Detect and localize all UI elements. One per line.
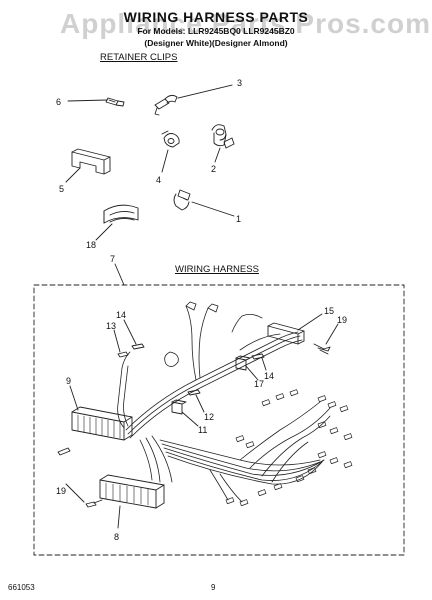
leader-18 [95, 223, 113, 241]
leader-14-left [123, 319, 137, 345]
clip-part-6[interactable] [105, 97, 125, 107]
callout-6: 6 [56, 97, 61, 107]
leader-9 [69, 385, 79, 411]
clip-part-4[interactable] [161, 130, 180, 148]
footer-part-code: 661053 [8, 583, 35, 592]
callout-1: 1 [236, 214, 241, 224]
callout-3: 3 [237, 78, 242, 88]
leader-19-right [325, 323, 339, 345]
callout-2: 2 [211, 164, 216, 174]
leader-4 [161, 149, 169, 173]
harness-clip-part-11[interactable] [171, 399, 187, 415]
leader-1 [191, 201, 235, 217]
leader-13 [113, 329, 121, 353]
callout-17: 17 [254, 379, 264, 389]
leader-7 [114, 263, 125, 286]
clip-part-5[interactable] [71, 148, 111, 175]
harness-tie-part-14-left[interactable] [131, 343, 145, 350]
callout-11: 11 [198, 425, 207, 435]
callout-7: 7 [110, 254, 115, 264]
callout-4: 4 [156, 175, 161, 185]
leader-2 [214, 147, 221, 163]
harness-tie-part-14-right[interactable] [251, 353, 265, 360]
clip-part-1[interactable] [173, 189, 191, 211]
fastener-part-19-left[interactable] [57, 447, 103, 508]
leader-3 [177, 84, 233, 99]
leader-19-left [65, 483, 85, 503]
leader-15 [297, 313, 323, 331]
section-heading-retainer-clips: RETAINER CLIPS [100, 52, 178, 63]
wire-bundle [117, 301, 331, 503]
callout-9: 9 [66, 376, 71, 386]
callout-18: 18 [86, 240, 96, 250]
variant-line: (Designer White)(Designer Almond) [144, 38, 288, 48]
callout-5: 5 [59, 184, 64, 194]
harness-tie-part-13[interactable] [117, 351, 129, 358]
clip-part-2[interactable] [211, 124, 235, 149]
callout-15: 15 [324, 306, 334, 316]
page-title: WIRING HARNESS PARTS [123, 9, 309, 25]
watermark-logo: Appliance Parts Pros.com [60, 8, 432, 39]
clip-part-3[interactable] [154, 94, 178, 116]
callout-19-left: 19 [56, 486, 66, 496]
model-line: For Models: LLR9245BQ0 LLR9245BZ0 [137, 26, 295, 36]
connector-part-15[interactable] [267, 322, 305, 345]
leader-12 [195, 394, 205, 413]
harness-boundary [33, 284, 405, 556]
callout-12: 12 [204, 412, 214, 422]
connector-part-9[interactable] [71, 406, 133, 441]
leader-14-right [261, 357, 267, 371]
leader-11 [181, 411, 199, 427]
fastener-part-19-right[interactable] [313, 343, 331, 355]
callout-14-right: 14 [264, 371, 274, 381]
callout-14-left: 14 [116, 310, 126, 320]
leader-6 [67, 99, 108, 102]
connector-part-8[interactable] [99, 474, 165, 509]
leader-5 [65, 167, 81, 183]
callout-19-right: 19 [337, 315, 347, 325]
wire-terminals [225, 389, 353, 507]
callout-13: 13 [106, 321, 116, 331]
leader-8 [117, 505, 121, 529]
callout-8: 8 [114, 532, 119, 542]
section-heading-wiring-harness: WIRING HARNESS [175, 264, 259, 275]
footer-page-number: 9 [211, 583, 216, 592]
clip-part-18[interactable] [103, 204, 139, 224]
leader-17 [245, 365, 259, 381]
